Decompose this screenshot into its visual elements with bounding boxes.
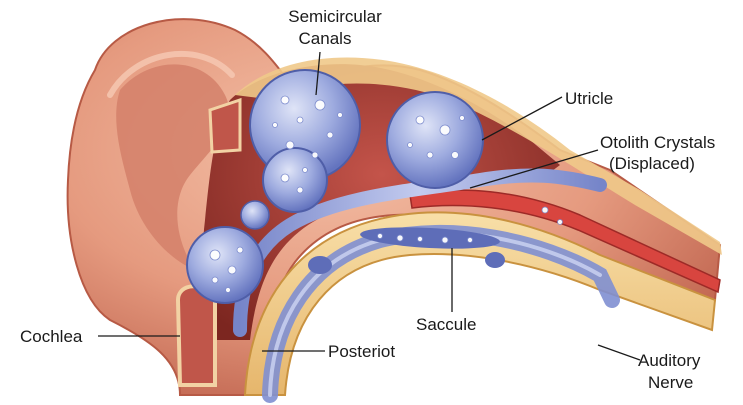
- label-auditory-line1: Auditory: [638, 351, 701, 370]
- label-auditory-line2: Nerve: [648, 373, 693, 392]
- leader-otolith: [469, 149, 599, 189]
- semicircular-sphere-lower: [186, 226, 264, 304]
- label-posteriot: Posteriot: [328, 342, 395, 361]
- label-otolith-line2: (Displaced): [609, 154, 695, 173]
- label-semicircular-line2: Canals: [299, 29, 352, 48]
- ear-fold: [116, 64, 230, 271]
- saccule: [360, 227, 500, 249]
- semicircular-sphere-middle: [262, 147, 328, 213]
- saccule-pocket-2: [485, 252, 505, 268]
- leader-utricle: [481, 96, 563, 141]
- tissue-block: [208, 97, 242, 154]
- saccule-pocket-1: [308, 256, 332, 274]
- utricle-sphere: [386, 91, 484, 189]
- label-cochlea: Cochlea: [20, 327, 83, 346]
- temporal-bone-band: [243, 211, 717, 396]
- leader-lines: [98, 51, 641, 361]
- label-utricle: Utricle: [565, 89, 613, 108]
- connector-sphere: [240, 200, 270, 230]
- leader-semicircular: [315, 51, 321, 96]
- cochlea-chamber: [175, 284, 217, 387]
- otolith-bubbles: [209, 95, 563, 293]
- label-otolith-line1: Otolith Crystals: [600, 133, 715, 152]
- ear-helix-ridge: [107, 51, 235, 98]
- nerve-channel: [409, 189, 721, 294]
- leader-auditory: [597, 344, 641, 361]
- label-semicircular-line1: Semicircular: [288, 7, 382, 26]
- label-saccule: Saccule: [416, 315, 476, 334]
